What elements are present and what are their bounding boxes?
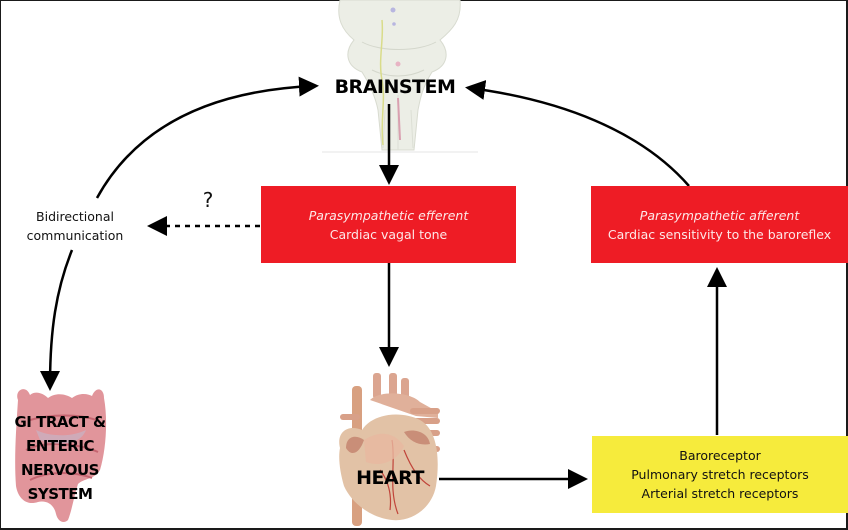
gi-line-4: SYSTEM bbox=[27, 485, 93, 503]
question-mark: ? bbox=[202, 188, 214, 212]
arrow-bidirectional-to-brainstem bbox=[95, 76, 319, 199]
receptor-line-1: Baroreceptor bbox=[679, 448, 761, 463]
receptors-box: Baroreceptor Pulmonary stretch receptors… bbox=[592, 436, 848, 513]
bidirectional-label: Bidirectional communication bbox=[5, 207, 145, 245]
afferent-title: Parasympathetic afferent bbox=[639, 207, 800, 223]
heart-label: HEART bbox=[356, 467, 424, 489]
gi-tract-label: GI TRACT & ENTERIC NERVOUS SYSTEM bbox=[0, 410, 120, 506]
bidirectional-line1: Bidirectional bbox=[36, 209, 114, 224]
arrow-afferent-to-brainstem bbox=[465, 80, 690, 187]
heart-illustration bbox=[339, 373, 440, 526]
afferent-box: Parasympathetic afferent Cardiac sensiti… bbox=[591, 186, 848, 263]
arrow-bidirectional-to-gi bbox=[40, 249, 74, 391]
efferent-title: Parasympathetic efferent bbox=[308, 207, 469, 223]
brainstem-label: BRAINSTEM bbox=[334, 76, 456, 98]
efferent-box: Parasympathetic efferent Cardiac vagal t… bbox=[261, 186, 516, 263]
gi-line-3: NERVOUS bbox=[21, 461, 99, 479]
gi-line-1: GI TRACT & bbox=[14, 413, 106, 431]
receptor-line-2: Pulmonary stretch receptors bbox=[631, 467, 809, 482]
receptor-line-3: Arterial stretch receptors bbox=[641, 486, 799, 501]
efferent-subtitle: Cardiac vagal tone bbox=[329, 226, 448, 242]
gi-line-2: ENTERIC bbox=[26, 437, 94, 455]
afferent-subtitle: Cardiac sensitivity to the baroreflex bbox=[607, 226, 832, 242]
intestine-illustration bbox=[15, 389, 107, 522]
bidirectional-line2: communication bbox=[26, 228, 124, 243]
brainstem-illustration bbox=[322, 0, 478, 153]
